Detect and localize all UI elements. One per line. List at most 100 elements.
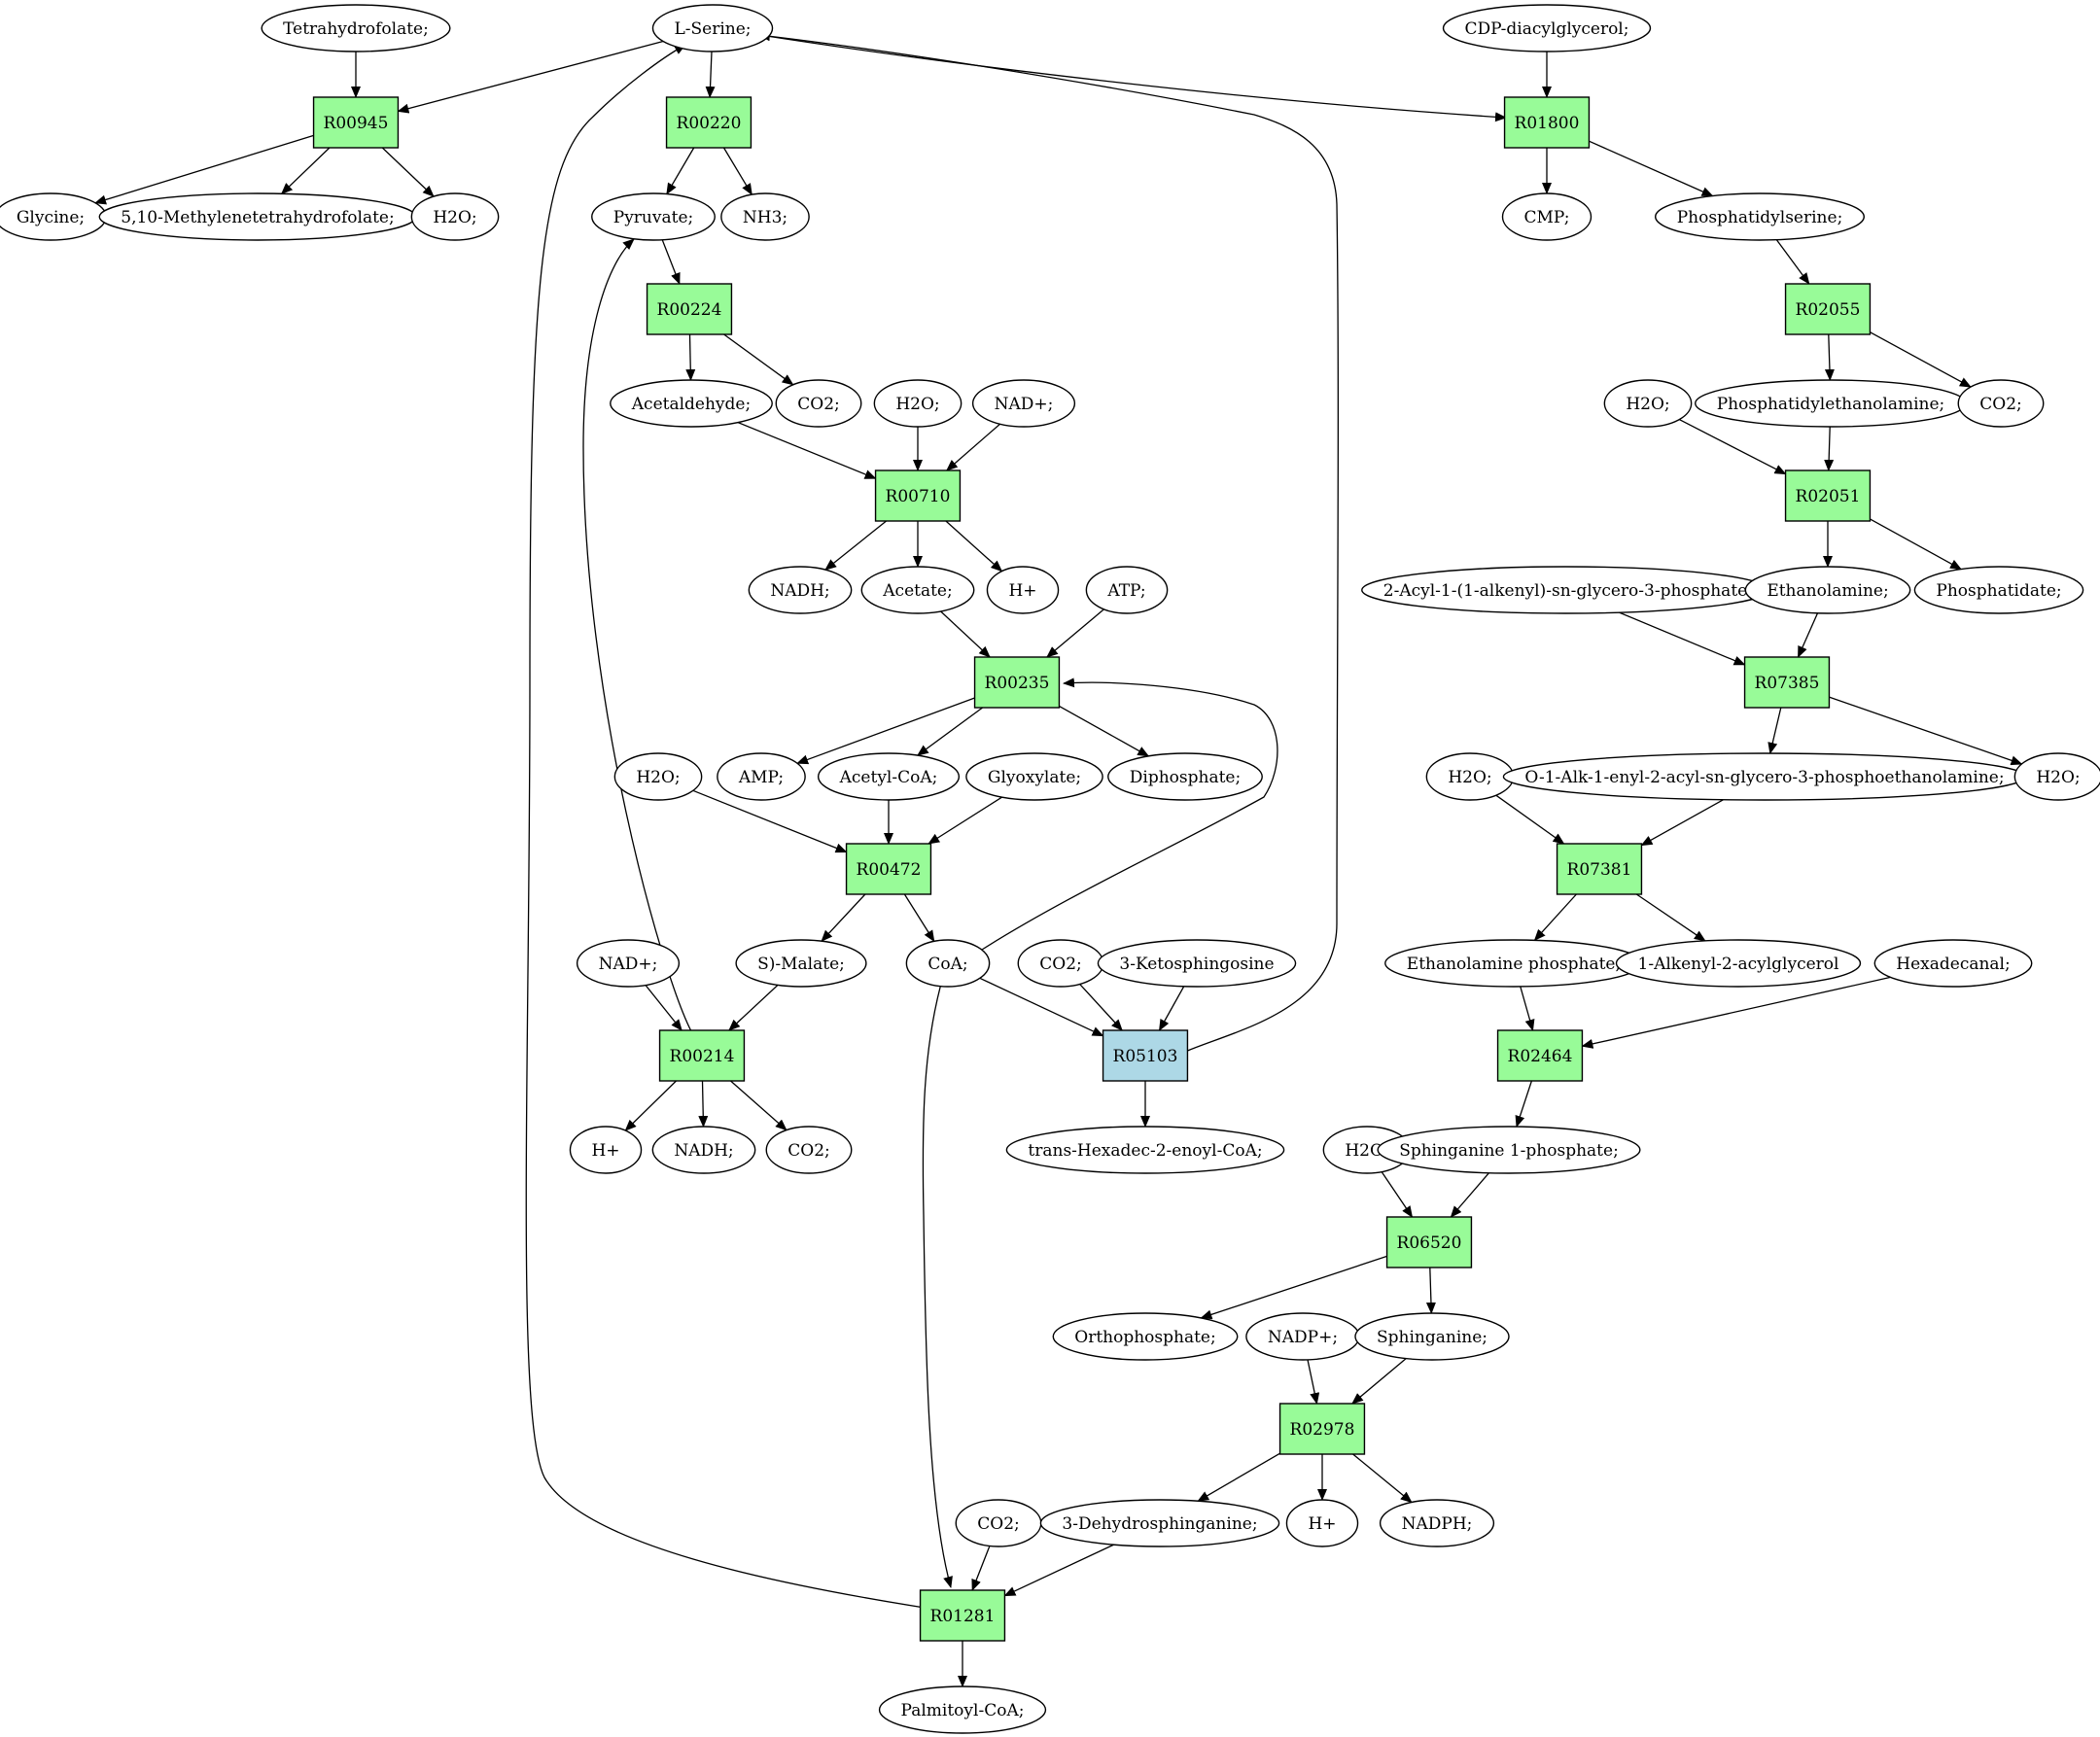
reaction-node-r00710: R00710 — [874, 469, 962, 522]
compound-ellipse — [1097, 939, 1297, 988]
edge-coa-to-r05103 — [979, 977, 1104, 1037]
node-label: CMP; — [1524, 208, 1570, 227]
compound-node-h2o-6: H2O; — [2013, 752, 2100, 801]
edge-glx-to-r00472 — [928, 796, 1003, 845]
edge-r02978-to-nadph — [1352, 1453, 1413, 1504]
reaction-node-r00235: R00235 — [973, 656, 1061, 709]
compound-node-thcoa: trans-Hexadec-2-enoyl-CoA; — [1005, 1126, 1285, 1174]
reaction-node-r05103: R05103 — [1102, 1029, 1189, 1082]
node-label: R00235 — [985, 674, 1050, 693]
node-label: NH3; — [743, 208, 788, 227]
node-label: S)-Malate; — [757, 955, 845, 974]
node-label: L-Serine; — [674, 19, 751, 39]
reaction-box — [1385, 1216, 1473, 1268]
edge-r07381-to-etnp — [1533, 893, 1577, 942]
node-label: Acetaldehyde; — [631, 395, 751, 414]
edge-h2o-4-to-r00472 — [692, 789, 848, 853]
compound-node-sa: Sphinganine; — [1354, 1312, 1510, 1361]
node-label: CO2; — [797, 395, 840, 414]
node-label: Orthophosphate; — [1074, 1328, 1215, 1347]
compound-node-pi: Orthophosphate; — [1052, 1312, 1239, 1361]
compound-ellipse — [860, 566, 975, 614]
compound-node-pyr: Pyruvate; — [591, 192, 716, 241]
edge-r00214-to-nadh-2 — [698, 1080, 709, 1128]
reaction-box — [1743, 656, 1831, 709]
compound-node-co2-1: CO2; — [775, 379, 862, 428]
compound-node-nadp-2: NAD+; — [576, 939, 681, 988]
edge-ac-to-r00235 — [940, 610, 991, 658]
compound-ellipse — [965, 752, 1103, 801]
compound-node-amp: AMP; — [717, 752, 806, 801]
reaction-node-r07381: R07381 — [1556, 843, 1643, 895]
node-label: 3-Dehydrosphinganine; — [1062, 1514, 1257, 1534]
reaction-node-r02978: R02978 — [1278, 1403, 1366, 1455]
reaction-node-r01800: R01800 — [1503, 96, 1591, 149]
edge-sa-to-r02978 — [1351, 1358, 1407, 1405]
compound-node-nh3: NH3; — [720, 192, 810, 241]
compound-ellipse — [717, 752, 806, 801]
node-label: NADPH; — [1402, 1514, 1473, 1534]
edge-r00235-to-accoa — [916, 707, 983, 756]
edge-r00224-to-co2-1 — [723, 333, 794, 386]
compound-node-ac: Acetate; — [860, 566, 975, 614]
edge-r00224-to-acald — [685, 333, 696, 381]
edge-r02055-to-pe — [1824, 333, 1835, 381]
reaction-node-r00220: R00220 — [665, 96, 752, 149]
compound-ellipse — [1354, 1312, 1510, 1361]
reaction-box — [646, 283, 733, 335]
edge-r07385-to-plas — [1768, 707, 1782, 754]
edge-r01800-to-ps — [1589, 140, 1714, 197]
compound-node-ps: Phosphatidylserine; — [1655, 192, 1865, 241]
compound-ellipse — [1615, 939, 1862, 988]
compound-ellipse — [1285, 1499, 1359, 1547]
reaction-box — [845, 843, 932, 895]
node-label: R02978 — [1290, 1420, 1355, 1440]
compound-node-cdpdag: CDP-diacylglycerol; — [1442, 4, 1652, 52]
reaction-box — [1784, 283, 1872, 335]
reaction-box — [1503, 96, 1591, 149]
compound-node-etnp: Ethanolamine phosphate; — [1384, 939, 1643, 988]
node-label: R02051 — [1796, 487, 1861, 506]
edge-r00220-to-pyr — [666, 147, 695, 195]
reaction-node-r00214: R00214 — [658, 1029, 746, 1082]
compound-ellipse — [1005, 1126, 1285, 1174]
compound-ellipse — [1442, 4, 1652, 52]
node-label: 5,10-Methylenetetrahydrofolate; — [121, 208, 394, 227]
node-label: R06520 — [1397, 1233, 1462, 1253]
compound-ellipse — [610, 379, 773, 428]
node-label: CDP-diacylglycerol; — [1465, 19, 1629, 39]
reaction-box — [312, 96, 400, 149]
compound-node-accoa: Acetyl-CoA; — [817, 752, 961, 801]
edge-h2o-7-to-r06520 — [1381, 1171, 1414, 1218]
compound-node-glx: Glyoxylate; — [965, 752, 1103, 801]
compound-node-nadp-1: NAD+; — [971, 379, 1076, 428]
compound-node-h2o-3: H2O; — [1603, 379, 1693, 428]
edge-h2o-5-to-r07381 — [1495, 794, 1565, 845]
node-label: NADP+; — [1268, 1328, 1338, 1347]
edge-r00472-to-coa — [903, 893, 935, 943]
edge-r00220-to-nh3 — [722, 147, 752, 195]
compound-node-cmp: CMP; — [1501, 192, 1592, 241]
compound-ellipse — [775, 379, 862, 428]
node-label: trans-Hexadec-2-enoyl-CoA; — [1028, 1141, 1262, 1161]
compound-node-nadph: NADPH; — [1379, 1499, 1495, 1547]
reaction-node-r02464: R02464 — [1496, 1029, 1584, 1082]
compound-node-ketosph: 3-Ketosphingosine — [1097, 939, 1297, 988]
compound-ellipse — [817, 752, 961, 801]
reaction-box — [919, 1589, 1006, 1642]
compound-node-pa: Phosphatidate; — [1913, 566, 2084, 614]
compound-ellipse — [1957, 379, 2045, 428]
node-label: H2O; — [1345, 1141, 1388, 1161]
edge-h2o-3-to-r02051 — [1679, 419, 1787, 475]
edge-atp-to-r00235 — [1046, 608, 1104, 658]
compound-node-co2-2: CO2; — [1957, 379, 2045, 428]
compound-ellipse — [1744, 566, 1911, 614]
compound-ellipse — [735, 939, 867, 988]
compound-node-acald: Acetaldehyde; — [610, 379, 773, 428]
node-label: Sphinganine 1-phosphate; — [1399, 1141, 1619, 1161]
compound-ellipse — [905, 939, 991, 988]
compound-node-sa1p: Sphinganine 1-phosphate; — [1377, 1126, 1641, 1174]
compound-ellipse — [1913, 566, 2084, 614]
edge-plas-to-r07381 — [1640, 799, 1724, 847]
compound-node-hp-2: H+ — [569, 1126, 643, 1174]
